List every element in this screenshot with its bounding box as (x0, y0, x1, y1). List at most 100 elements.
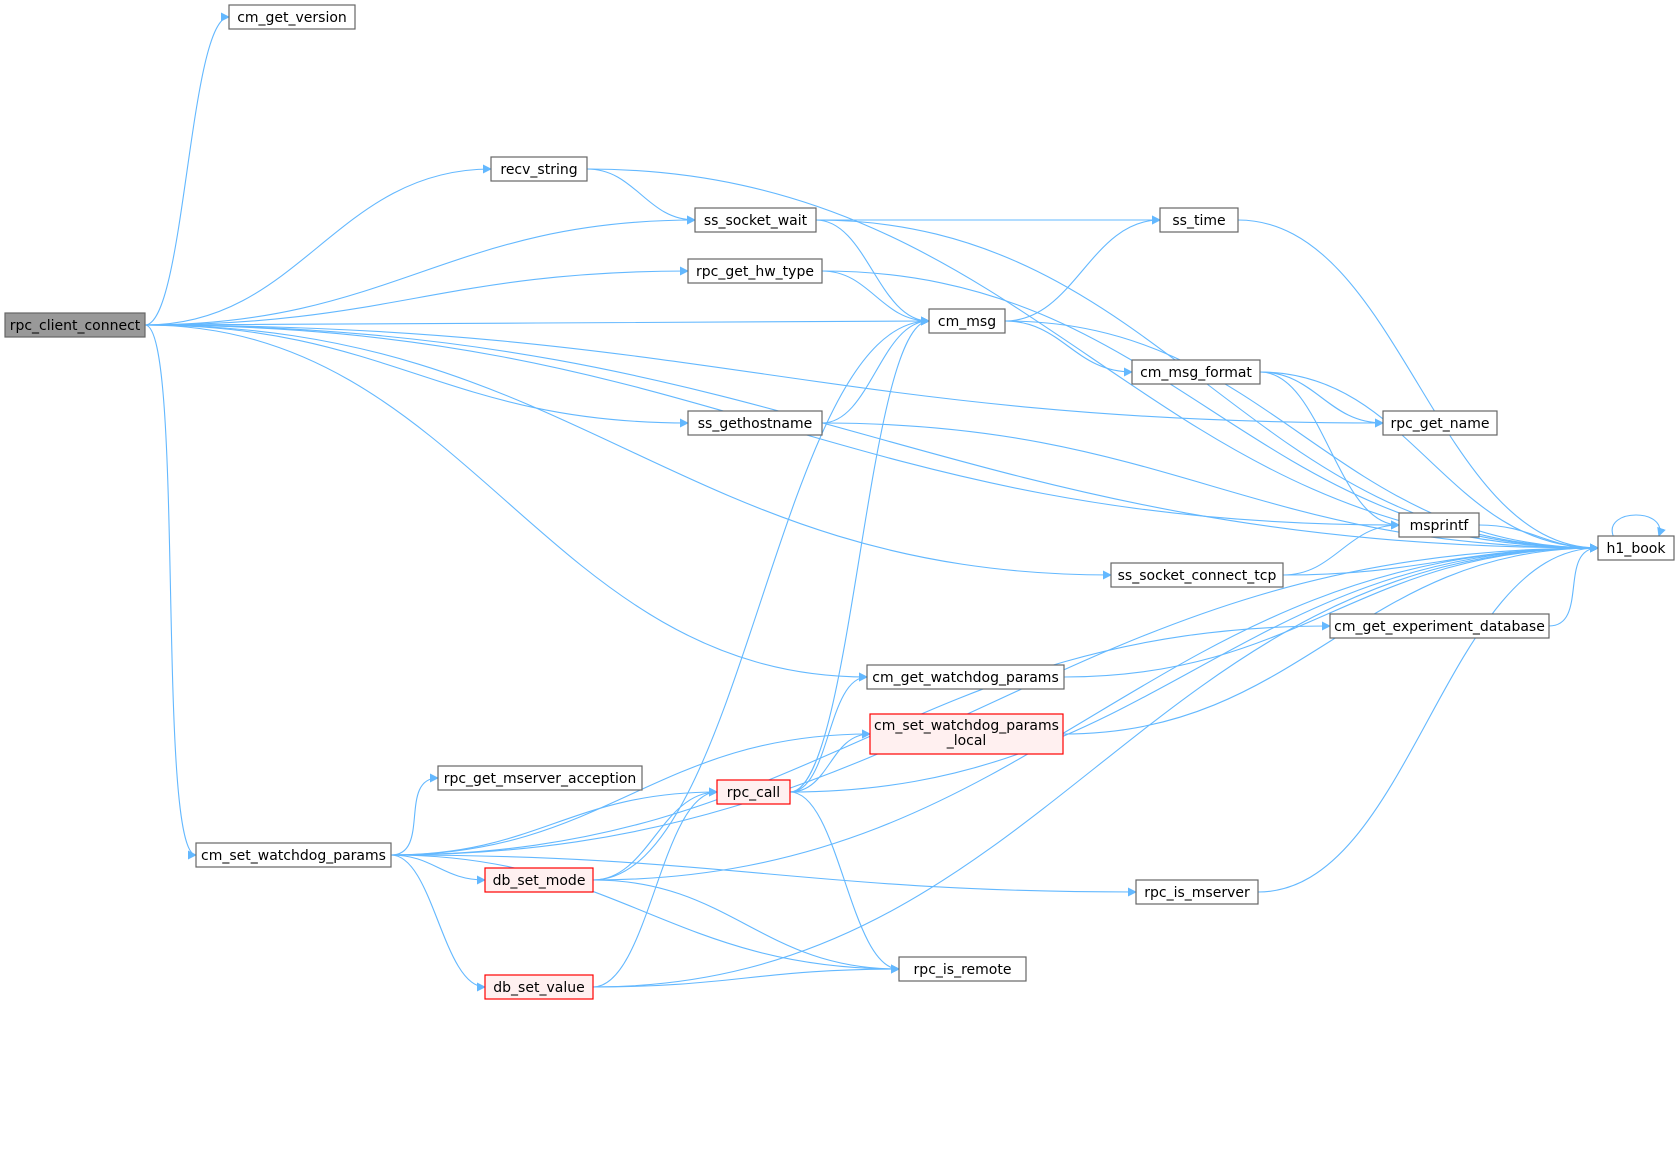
edge-rpc_client_connect-to-ss_socket_wait (144, 215, 696, 326)
edge-cm_set_watchdog_params-to-rpc_is_remote (390, 854, 900, 974)
edge-rpc_client_connect-to-cm_get_version (144, 12, 230, 326)
node-box[interactable] (1398, 512, 1480, 538)
edge-cm_set_watchdog_params-to-cm_set_watchdog_params_local (390, 729, 871, 856)
node-box[interactable] (1329, 613, 1550, 639)
node-rpc_get_mserver_acception[interactable]: rpc_get_mserver_acception (437, 765, 643, 791)
edge-h1_book-to-h1_book (1611, 514, 1666, 537)
node-label: rpc_is_remote (914, 962, 1012, 978)
node-box[interactable] (1135, 879, 1259, 905)
node-box[interactable] (4, 312, 146, 338)
node-label: db_set_mode (493, 873, 586, 889)
node-cm_set_watchdog_params[interactable]: cm_set_watchdog_params (195, 842, 392, 868)
node-box[interactable] (694, 207, 817, 233)
edge-recv_string-to-ss_socket_wait (586, 168, 696, 225)
edge-rpc_client_connect-to-h1_book (144, 324, 1599, 553)
edge-cm_msg_format-to-h1_book (1259, 371, 1599, 553)
node-label: ss_time (1172, 213, 1225, 229)
node-box[interactable] (687, 410, 823, 436)
edge-rpc_client_connect-to-recv_string (144, 164, 492, 326)
node-rpc_is_mserver[interactable]: rpc_is_mserver (1135, 879, 1259, 905)
node-h1_book[interactable]: h1_book (1597, 535, 1675, 561)
edge-db_set_mode-to-cm_msg (592, 316, 930, 881)
edge-layer (144, 12, 1666, 992)
node-box[interactable] (1159, 207, 1239, 233)
node-label: h1_book (1607, 541, 1667, 557)
node-box[interactable] (484, 974, 594, 1000)
node-label: rpc_get_name (1390, 416, 1489, 432)
edge-cm_msg-to-ss_time (1004, 215, 1161, 322)
node-rpc_call[interactable]: rpc_call (716, 779, 791, 805)
node-ss_time[interactable]: ss_time (1159, 207, 1239, 233)
edge-cm_set_watchdog_params-to-h1_book (390, 543, 1599, 856)
edge-db_set_mode-to-h1_book (592, 543, 1599, 881)
edge-rpc_call-to-cm_set_watchdog_params_local (789, 729, 871, 793)
node-ss_socket_connect_tcp[interactable]: ss_socket_connect_tcp (1110, 562, 1284, 588)
node-rpc_client_connect[interactable]: rpc_client_connect (4, 312, 146, 338)
node-box[interactable] (195, 842, 392, 868)
node-label: cm_set_watchdog_params (201, 848, 386, 864)
edge-ss_gethostname-to-cm_msg (821, 316, 930, 424)
node-cm_get_experiment_database[interactable]: cm_get_experiment_database (1329, 613, 1550, 639)
node-box[interactable] (869, 713, 1064, 755)
node-box[interactable] (484, 867, 594, 893)
node-box[interactable] (928, 308, 1006, 334)
node-box[interactable] (437, 765, 643, 791)
edge-db_set_value-to-h1_book (592, 543, 1599, 988)
node-cm_msg_format[interactable]: cm_msg_format (1131, 359, 1261, 385)
edge-rpc_client_connect-to-cm_get_watchdog_params (144, 324, 868, 682)
edge-db_set_mode-to-rpc_is_remote (592, 879, 900, 974)
node-label: cm_get_version (237, 10, 347, 26)
node-box[interactable] (898, 956, 1027, 982)
node-box[interactable] (490, 156, 588, 182)
node-label: rpc_get_mserver_acception (444, 771, 637, 787)
node-cm_set_watchdog_params_local[interactable]: cm_set_watchdog_params_local (869, 713, 1064, 755)
node-ss_socket_wait[interactable]: ss_socket_wait (694, 207, 817, 233)
node-recv_string[interactable]: recv_string (490, 156, 588, 182)
node-box[interactable] (866, 664, 1065, 690)
edge-msprintf-to-h1_book (1478, 524, 1599, 553)
edge-db_set_value-to-rpc_call (592, 787, 718, 988)
node-box[interactable] (1597, 535, 1675, 561)
edge-cm_set_watchdog_params-to-db_set_value (390, 854, 486, 992)
node-db_set_value[interactable]: db_set_value (484, 974, 594, 1000)
node-msprintf[interactable]: msprintf (1398, 512, 1480, 538)
edge-ss_socket_connect_tcp-to-h1_book (1282, 543, 1599, 576)
edge-ss_gethostname-to-h1_book (821, 422, 1599, 553)
node-box[interactable] (228, 4, 356, 30)
edge-ss_socket_connect_tcp-to-msprintf (1282, 520, 1400, 576)
edge-cm_msg_format-to-rpc_get_name (1259, 371, 1384, 428)
node-box[interactable] (687, 258, 823, 284)
node-rpc_get_hw_type[interactable]: rpc_get_hw_type (687, 258, 823, 284)
edge-rpc_client_connect-to-ss_gethostname (144, 324, 689, 428)
edge-rpc_is_mserver-to-h1_book (1257, 543, 1599, 893)
edge-rpc_call-to-h1_book (789, 543, 1599, 793)
node-label: _local (946, 733, 987, 749)
node-box[interactable] (1131, 359, 1261, 385)
node-label: cm_msg (938, 314, 996, 330)
node-ss_gethostname[interactable]: ss_gethostname (687, 410, 823, 436)
edge-cm_msg_format-to-msprintf (1259, 371, 1400, 530)
node-box[interactable] (716, 779, 791, 805)
node-label: rpc_call (727, 785, 780, 801)
node-cm_get_version[interactable]: cm_get_version (228, 4, 356, 30)
node-db_set_mode[interactable]: db_set_mode (484, 867, 594, 893)
node-label: rpc_client_connect (10, 318, 141, 334)
node-rpc_is_remote[interactable]: rpc_is_remote (898, 956, 1027, 982)
node-label: rpc_get_hw_type (696, 264, 814, 280)
edge-rpc_client_connect-to-ss_socket_connect_tcp (144, 324, 1112, 580)
edge-db_set_mode-to-rpc_call (592, 787, 718, 881)
edge-rpc_client_connect-to-rpc_get_hw_type (144, 266, 689, 326)
node-box[interactable] (1110, 562, 1284, 588)
node-cm_get_watchdog_params[interactable]: cm_get_watchdog_params (866, 664, 1065, 690)
node-label: db_set_value (493, 980, 584, 996)
edge-cm_set_watchdog_params-to-rpc_is_mserver (390, 854, 1137, 897)
node-box[interactable] (1382, 410, 1498, 436)
node-label: cm_get_watchdog_params (872, 670, 1058, 686)
edge-cm_set_watchdog_params-to-rpc_call (390, 787, 718, 856)
node-layer: rpc_client_connect cm_get_version recv_str… (4, 4, 1675, 1000)
edge-cm_set_watchdog_params-to-rpc_get_mserver_acception (390, 773, 439, 856)
node-label: ss_gethostname (698, 416, 813, 432)
node-cm_msg[interactable]: cm_msg (928, 308, 1006, 334)
node-rpc_get_name[interactable]: rpc_get_name (1382, 410, 1498, 436)
edge-rpc_call-to-cm_msg (789, 316, 930, 793)
